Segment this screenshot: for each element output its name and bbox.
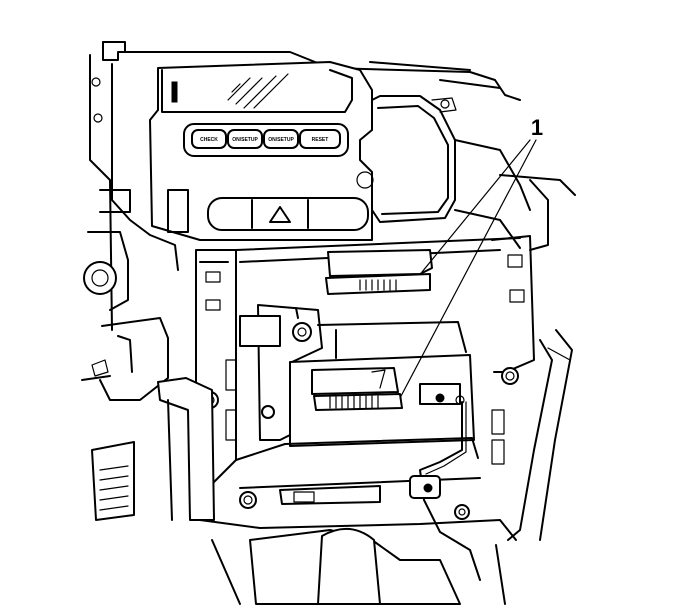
control-button-3 [263,129,299,149]
control-button-2 [227,129,263,149]
callout-leader-upper [421,139,531,273]
dash-frame [89,41,521,331]
upper-connector [325,249,433,295]
lower-left-pocket [91,441,135,521]
air-vent-bezel [371,95,576,251]
hazard-triangle-icon [269,206,291,223]
control-button-1 [191,129,227,149]
left-trim [81,189,169,401]
callout-leader-lower [399,139,537,399]
hvac-control-module: CHECK ON/SETUP ON/SETUP RESET [149,61,374,241]
callout-number: 1 [531,115,543,140]
radio-receiver [235,304,481,505]
floor-console [199,519,517,605]
button-row: CHECK ON/SETUP ON/SETUP RESET [191,129,341,149]
callout-1: 1 [399,115,543,399]
control-button-4-label: RESET [312,137,329,143]
antenna-cable [409,383,481,581]
control-button-3-label: ON/SETUP [268,137,294,143]
control-button-1-label: CHECK [200,137,218,143]
control-button-2-label: ON/SETUP [232,137,258,143]
control-button-4 [299,129,341,149]
